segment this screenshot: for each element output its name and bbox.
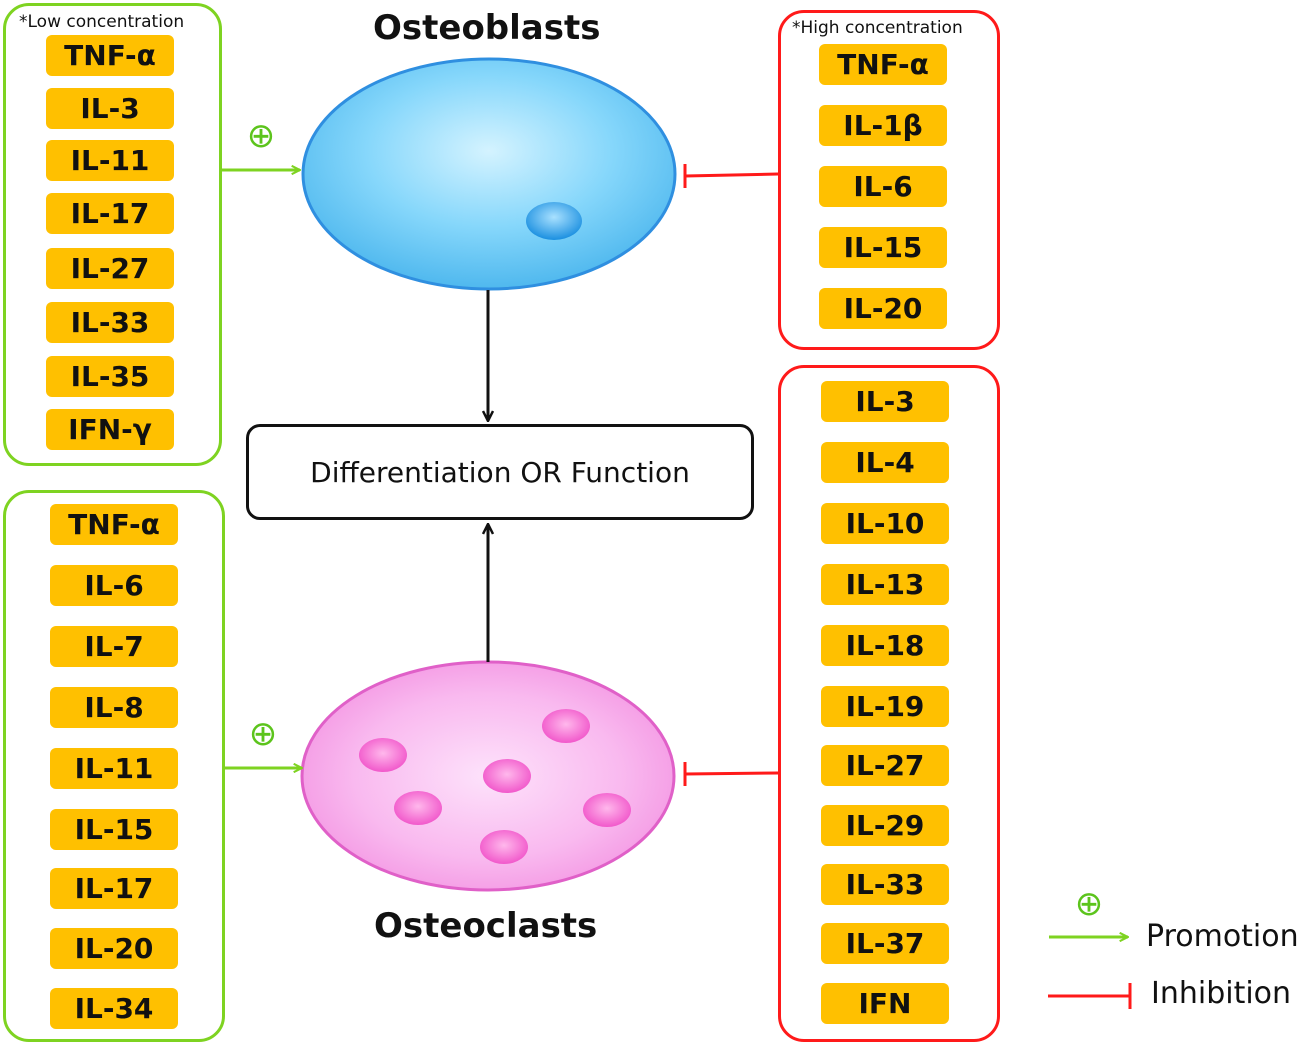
cytokine-chip: IL-27	[46, 248, 174, 289]
high-concentration-note: *High concentration	[792, 18, 963, 38]
legend-plus-icon: ⊕	[1074, 884, 1104, 924]
cytokine-chip: IL-27	[821, 745, 949, 786]
osteoclast-nucleus	[359, 738, 407, 772]
cytokine-chip: IL-15	[50, 809, 178, 850]
cytokine-chip: IL-34	[50, 988, 178, 1029]
legend-inhibition-arrow	[1048, 983, 1132, 1009]
cytokine-chip: IL-17	[50, 868, 178, 909]
promotion-plus-icon: ⊕	[248, 714, 278, 754]
cytokine-chip: IL-6	[50, 565, 178, 606]
cytokine-chip: TNF-α	[50, 504, 178, 545]
cytokine-chip: IL-11	[46, 140, 174, 181]
cytokine-chip: IL-1β	[819, 105, 947, 146]
cytokine-chip: TNF-α	[46, 35, 174, 76]
cytokine-chip: IL-33	[821, 864, 949, 905]
cytokine-chip: IL-29	[821, 805, 949, 846]
osteoclast-nuclei	[359, 709, 631, 864]
osteoblast-nucleus	[526, 202, 582, 240]
cytokine-chip: IL-35	[46, 356, 174, 397]
osteoclast-nucleus	[480, 830, 528, 864]
cytokine-chip: TNF-α	[819, 44, 947, 85]
cytokine-chip: IL-10	[821, 503, 949, 544]
cytokine-chip: IFN-γ	[46, 409, 174, 450]
cytokine-chip: IL-20	[50, 928, 178, 969]
cytokine-chip: IL-11	[50, 748, 178, 789]
osteoclast-nucleus	[542, 709, 590, 743]
cytokine-chip: IL-19	[821, 686, 949, 727]
osteoblasts-title: Osteoblasts	[373, 8, 601, 48]
cytokine-chip: IL-4	[821, 442, 949, 483]
osteoblast-inhibition-arrow	[683, 164, 779, 188]
differentiation-function-label: Differentiation OR Function	[310, 455, 690, 489]
legend-promotion-label: Promotion	[1146, 919, 1299, 954]
osteoclast-nucleus	[394, 791, 442, 825]
cytokine-chip: IL-3	[46, 88, 174, 129]
cytokine-chip: IL-6	[819, 166, 947, 207]
cytokine-chip: IL-3	[821, 381, 949, 422]
osteoblast-cell	[301, 57, 677, 291]
cytokine-chip: IL-18	[821, 625, 949, 666]
osteoclast-nucleus	[483, 759, 531, 793]
cytokine-chip: IL-33	[46, 302, 174, 343]
cytokine-chip: IL-20	[819, 288, 947, 329]
differentiation-function-box: Differentiation OR Function	[246, 424, 754, 520]
osteoclast-inhibition-arrow	[683, 762, 779, 786]
cytokine-chip: IL-17	[46, 193, 174, 234]
promotion-plus-icon: ⊕	[246, 116, 276, 156]
legend-inhibition-label: Inhibition	[1151, 976, 1292, 1011]
osteoclast-nucleus	[583, 793, 631, 827]
cytokine-chip: IL-15	[819, 227, 947, 268]
low-concentration-note: *Low concentration	[19, 12, 185, 32]
cytokine-chip: IL-13	[821, 564, 949, 605]
osteoclasts-title: Osteoclasts	[374, 906, 598, 946]
cytokine-chip: IL-8	[50, 687, 178, 728]
cytokine-chip: IL-7	[50, 626, 178, 667]
cytokine-chip: IL-37	[821, 923, 949, 964]
cytokine-chip: IFN	[821, 983, 949, 1024]
